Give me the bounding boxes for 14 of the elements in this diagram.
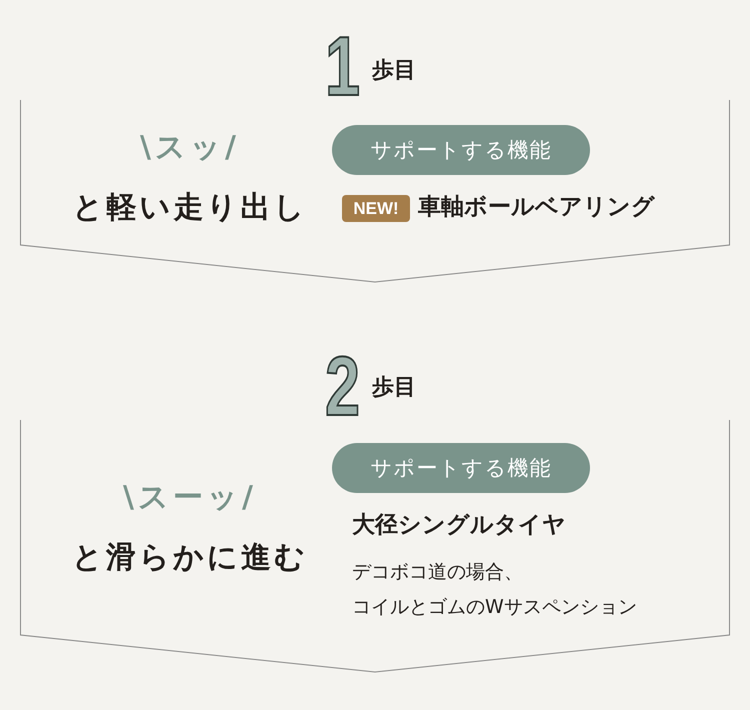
category-pill: サポートする機能 bbox=[332, 125, 590, 175]
panel-heading: と滑らかに進む bbox=[71, 540, 309, 576]
panel-heading: と軽い走り出し bbox=[72, 190, 308, 226]
feature-name: 車軸ボールベアリング bbox=[418, 193, 655, 221]
feature-description: デコボコ道の場合、コイルとゴムのWサスペンション bbox=[352, 560, 638, 620]
sound-phrase: \スーッ/ bbox=[122, 480, 258, 516]
step-label: 歩目 bbox=[372, 375, 416, 401]
step-label: 歩目 bbox=[372, 58, 416, 84]
feature-name: 大径シングルタイヤ bbox=[352, 511, 566, 539]
sound-phrase: \スッ/ bbox=[139, 130, 241, 166]
category-pill: サポートする機能 bbox=[332, 443, 590, 493]
step-number: 1 bbox=[325, 24, 360, 108]
step-number: 2 bbox=[325, 344, 360, 428]
new-badge: NEW! bbox=[342, 195, 410, 222]
